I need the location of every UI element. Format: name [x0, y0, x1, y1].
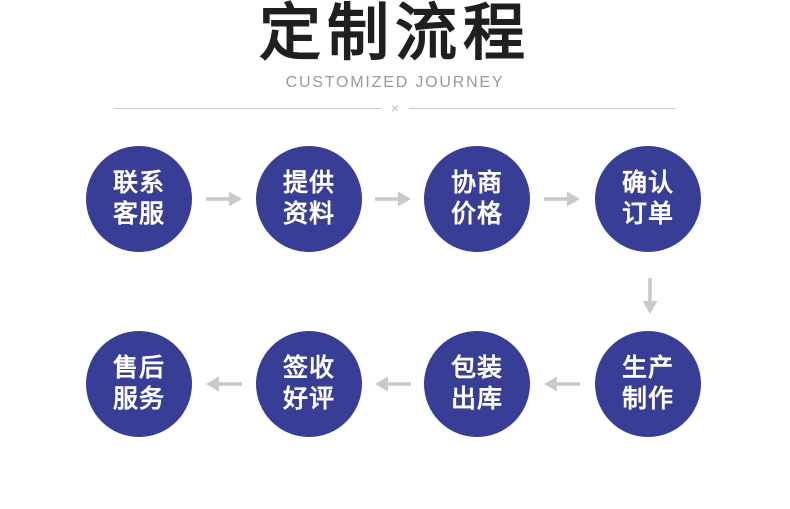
- page-title: 定制流程: [258, 0, 531, 68]
- step-label-line: 联系: [112, 169, 165, 197]
- step-label-line: 服务: [112, 385, 165, 413]
- step-label-line: 价格: [450, 200, 503, 228]
- step-label-line: 协商: [450, 169, 503, 197]
- arrow-right-icon: [375, 191, 411, 207]
- step-provide-materials: 提供 资料: [256, 146, 362, 252]
- arrow-right-icon: [206, 191, 242, 207]
- step-label-line: 客服: [112, 200, 165, 228]
- step-label-line: 订单: [621, 200, 674, 228]
- header: 定制流程 CUSTOMIZED JOURNEY: [0, 0, 790, 92]
- step-label-line: 出库: [450, 385, 503, 413]
- arrow-left-icon: [544, 376, 580, 392]
- step-label-line: 售后: [112, 354, 165, 382]
- step-sign-review: 签收 好评: [256, 331, 362, 437]
- step-label-line: 确认: [621, 169, 674, 197]
- arrow-down-icon: [642, 278, 658, 314]
- page-subtitle: CUSTOMIZED JOURNEY: [285, 74, 505, 91]
- step-label-line: 提供: [282, 169, 335, 197]
- step-label-line: 制作: [621, 385, 674, 413]
- arrow-left-icon: [375, 376, 411, 392]
- step-label-line: 包装: [450, 354, 503, 382]
- step-label-line: 好评: [282, 385, 335, 413]
- x-mark-icon: ×: [390, 100, 400, 116]
- step-contact-service: 联系 客服: [86, 146, 192, 252]
- divider-line-right: [409, 107, 676, 109]
- step-label-line: 生产: [621, 354, 674, 382]
- step-label-line: 资料: [282, 200, 335, 228]
- divider: ×: [114, 100, 676, 116]
- divider-line-left: [114, 107, 381, 109]
- step-packing-shipping: 包装 出库: [424, 331, 530, 437]
- step-label-line: 签收: [282, 354, 335, 382]
- arrow-right-icon: [544, 191, 580, 207]
- step-negotiate-price: 协商 价格: [424, 146, 530, 252]
- step-production: 生产 制作: [595, 331, 701, 437]
- arrow-left-icon: [206, 376, 242, 392]
- step-after-sales: 售后 服务: [86, 331, 192, 437]
- step-confirm-order: 确认 订单: [595, 146, 701, 252]
